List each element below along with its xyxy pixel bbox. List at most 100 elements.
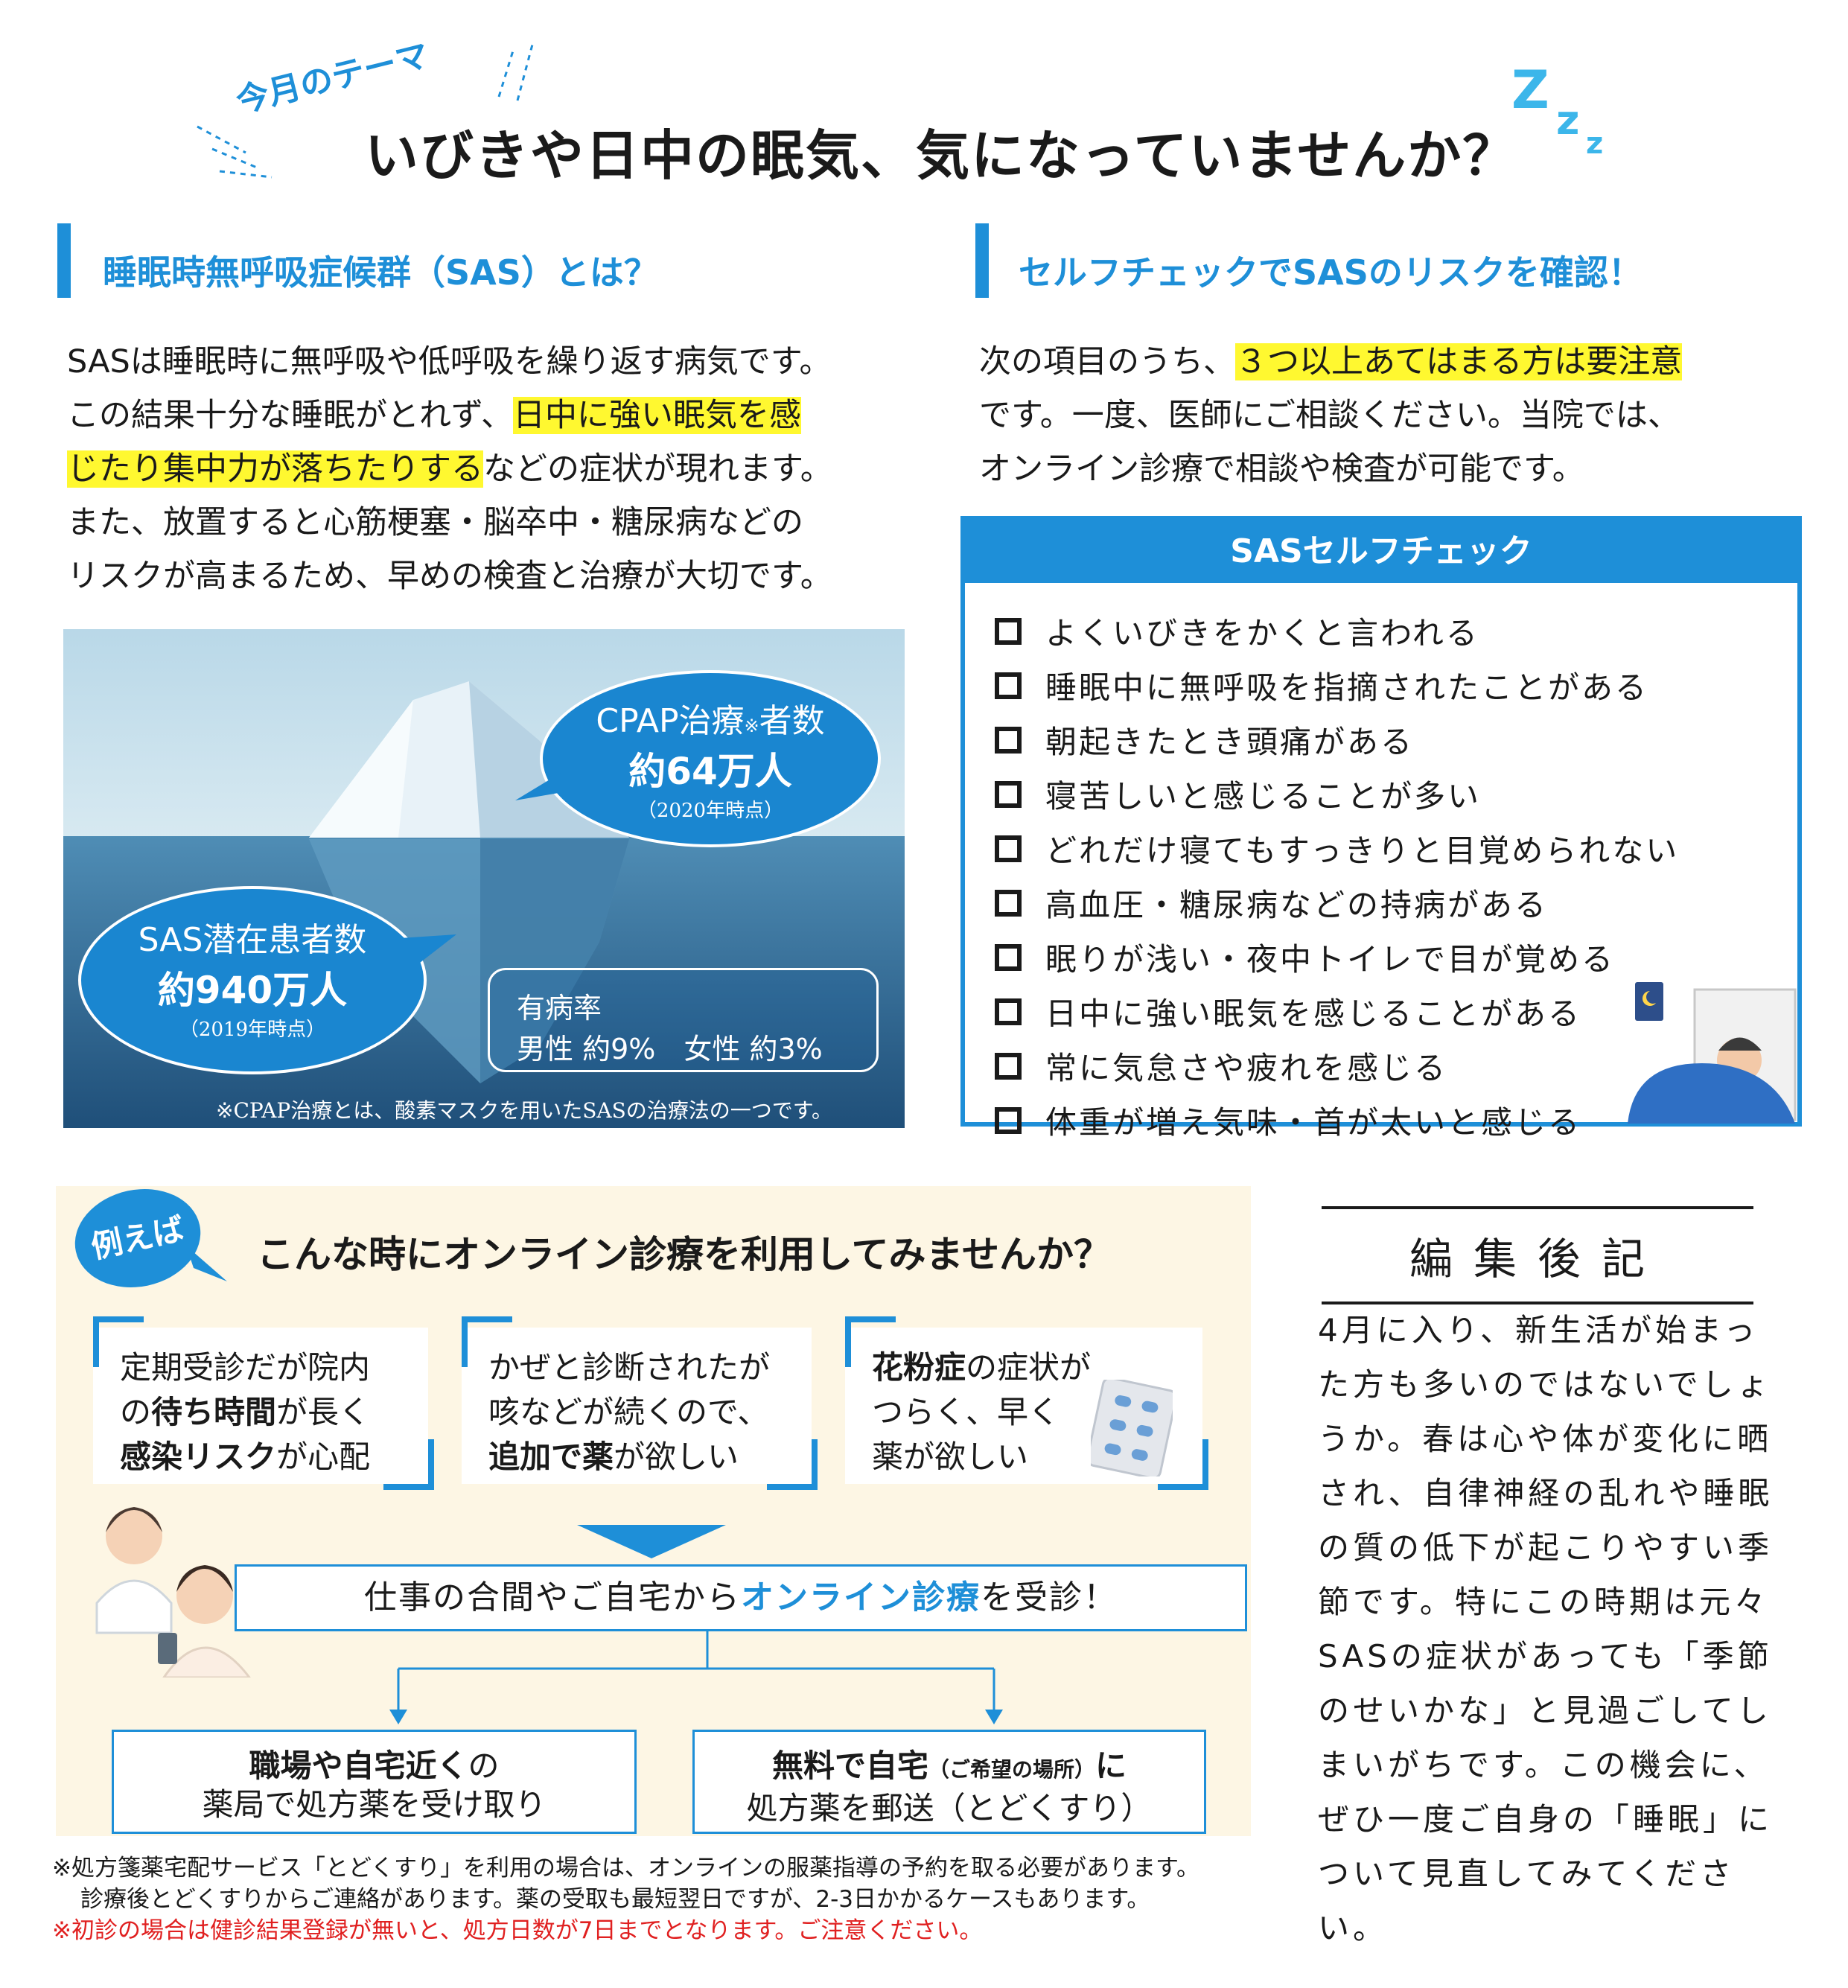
card-corner bbox=[93, 1316, 144, 1367]
checklist-item: 高血圧・糖尿病などの持病がある bbox=[995, 880, 1548, 925]
sleeping-person-illustration bbox=[1628, 982, 1797, 1124]
example-tag-tail bbox=[186, 1246, 227, 1281]
consult-b: を受診！ bbox=[981, 1578, 1118, 1616]
editor-note-line: SASの症状があっても「季節 bbox=[1318, 1638, 1773, 1675]
cpap-mark: ※ bbox=[744, 716, 759, 736]
c1-c: が長く bbox=[276, 1394, 371, 1430]
c3-a: 花粉症 bbox=[872, 1349, 966, 1386]
example-tag-text: 例えば bbox=[88, 1210, 188, 1266]
editor-note-title: 編集後記 bbox=[1322, 1206, 1753, 1304]
c1-a: の bbox=[120, 1394, 152, 1430]
opt1-tail: の bbox=[468, 1748, 500, 1784]
case-card-2: かぜと診断されたが 咳などが続くので、 追加で薬が欲しい bbox=[462, 1328, 812, 1484]
selfcheck-intro-3: オンライン診療で相談や検査が可能です。 bbox=[979, 450, 1584, 488]
case-card-1: 定期受診だが院内 の待ち時間が長く 感染リスクが心配 bbox=[93, 1328, 428, 1484]
case-card-1-line-3: 感染リスクが心配 bbox=[120, 1435, 401, 1479]
c1-b: 待ち時間 bbox=[151, 1394, 277, 1430]
case-card-3-line-3: 薬が欲しい bbox=[872, 1439, 1029, 1475]
checklist-item-label: 睡眠中に無呼吸を指摘されたことがある bbox=[1045, 669, 1649, 706]
editor-note-line: され、自律神経の乱れや睡眠 bbox=[1318, 1475, 1774, 1511]
sas-description: SASは睡眠時に無呼吸や低呼吸を繰り返す病気です。 この結果十分な睡眠がとれず、… bbox=[67, 335, 931, 603]
consult-a: 仕事の合間やご自宅から bbox=[364, 1578, 741, 1616]
editor-note-line: ぜひ一度ご自身の「睡眠」に bbox=[1318, 1801, 1774, 1838]
checklist-item-label: 寝苦しいと感じることが多い bbox=[1045, 778, 1482, 815]
card-corner bbox=[767, 1439, 818, 1490]
consult-highlight: オンライン診療 bbox=[741, 1578, 981, 1616]
dash-decoration-left bbox=[197, 125, 273, 179]
option-pharmacy-line-2: 薬局で処方薬を受け取り bbox=[202, 1786, 547, 1823]
case-card-3: 花粉症の症状が つらく、早く 薬が欲しい bbox=[845, 1328, 1202, 1484]
checklist-item: 睡眠中に無呼吸を指摘されたことがある bbox=[995, 663, 1648, 708]
c3-b: の症状が bbox=[966, 1349, 1092, 1386]
sas-title: SAS潜在患者数 bbox=[138, 921, 367, 959]
editor-note-line: た方も多いのではないでしょ bbox=[1318, 1366, 1772, 1403]
sas-line-5: リスクが高まるため、早めの検査と治療が大切です。 bbox=[67, 558, 832, 595]
selfcheck-intro-1: 次の項目のうち、３つ以上あてはまる方は要注意 bbox=[979, 335, 1820, 389]
footnote-3: ※初診の場合は健診結果登録が無いと、処方日数が7日までとなります。ご注意ください… bbox=[52, 1917, 983, 1944]
iceberg-illustration: CPAP治療※者数 約64万人 （2020年時点） SAS潜在患者数 約940万… bbox=[63, 629, 905, 1128]
checkbox-icon bbox=[995, 617, 1022, 645]
card-corner bbox=[845, 1316, 896, 1367]
cpap-bubble-tail bbox=[515, 771, 564, 800]
zzz-icon: Z bbox=[1511, 60, 1549, 121]
selfcheck-intro-1a: 次の項目のうち、 bbox=[979, 343, 1235, 380]
opt2-bold: 無料で自宅 bbox=[771, 1748, 928, 1784]
checklist-item: 体重が増え気味・首が太いと感じる bbox=[995, 1097, 1581, 1143]
sas-line-3b: などの症状が現れます。 bbox=[483, 450, 832, 488]
checklist-item-label: 高血圧・糖尿病などの持病がある bbox=[1045, 887, 1549, 923]
dash-decoration-right bbox=[497, 44, 534, 101]
sas-highlight-1: 日中に強い眠気を感 bbox=[513, 397, 801, 434]
editor-note-line: 4月に入り、新生活が始まっ bbox=[1318, 1312, 1759, 1348]
selfcheck-highlight: ３つ以上あてはまる方は要注意 bbox=[1235, 343, 1683, 380]
selfcheck-intro: 次の項目のうち、３つ以上あてはまる方は要注意 です。一度、医師にご相談ください。… bbox=[979, 335, 1820, 496]
checkbox-icon bbox=[995, 1106, 1022, 1134]
online-consult-box: 仕事の合間やご自宅からオンライン診療を受診！ bbox=[235, 1564, 1247, 1631]
c2-b: が欲しい bbox=[614, 1439, 739, 1475]
card-corner bbox=[462, 1316, 512, 1367]
editor-note-line: のせいかな」と見過ごしてし bbox=[1318, 1692, 1772, 1729]
footnote-1: ※処方箋薬宅配サービス「とどくすり」を利用の場合は、オンラインの服薬指導の予約を… bbox=[52, 1855, 1199, 1882]
sas-value: 約940万人 bbox=[157, 969, 348, 1012]
sas-line-2: この結果十分な睡眠がとれず、日中に強い眠気を感 bbox=[67, 389, 931, 442]
option-pharmacy-box: 職場や自宅近くの 薬局で処方薬を受け取り bbox=[112, 1730, 637, 1834]
editor-note-line: 節です。特にこの時期は元々 bbox=[1318, 1584, 1769, 1620]
zzz-icon-2: z bbox=[1556, 97, 1580, 144]
sas-bubble: SAS潜在患者数 約940万人 （2019年時点） bbox=[78, 886, 427, 1074]
checklist-item-label: 眠りが浅い・夜中トイレで目が覚める bbox=[1045, 941, 1616, 978]
sas-line-4: また、放置すると心筋梗塞・脳卒中・糖尿病などの bbox=[67, 504, 803, 541]
case-card-1-line-2: の待ち時間が長く bbox=[120, 1390, 401, 1435]
checkbox-icon bbox=[995, 943, 1022, 971]
c1-e: が心配 bbox=[276, 1439, 371, 1475]
branch-connector bbox=[389, 1631, 1003, 1724]
sas-note: （2019年時点） bbox=[179, 1019, 326, 1041]
down-arrow-icon bbox=[577, 1525, 726, 1558]
case-card-2-line-3: 追加で薬が欲しい bbox=[488, 1435, 785, 1479]
checklist-item-label: よくいびきをかくと言われる bbox=[1045, 615, 1479, 651]
checklist-item: どれだけ寝てもすっきりと目覚められない bbox=[995, 826, 1679, 871]
iceberg-graphic bbox=[63, 629, 905, 1128]
checklist-item: 寝苦しいと感じることが多い bbox=[995, 771, 1481, 817]
sas-line-2a: この結果十分な睡眠がとれず、 bbox=[67, 397, 513, 434]
prevalence-values: 男性 約9% 女性 約3% bbox=[517, 1033, 823, 1065]
opt1-bold: 職場や自宅近く bbox=[249, 1748, 468, 1784]
section-bar bbox=[57, 223, 71, 298]
checklist-item-label: どれだけ寝てもすっきりと目覚められない bbox=[1045, 832, 1680, 869]
checklist-item-label: 朝起きたとき頭痛がある bbox=[1045, 724, 1415, 760]
cpap-bubble: CPAP治療※者数 約64万人 （2020年時点） bbox=[540, 670, 881, 847]
checklist-item: 朝起きたとき頭痛がある bbox=[995, 717, 1414, 762]
cpap-title: CPAP治療※者数 bbox=[543, 694, 878, 742]
option-pharmacy-line-1: 職場や自宅近くの bbox=[114, 1747, 634, 1785]
prevalence-box: 有病率 男性 約9% 女性 約3% bbox=[488, 968, 879, 1072]
checklist-item: 眠りが浅い・夜中トイレで目が覚める bbox=[995, 934, 1615, 980]
zzz-icon-3: z bbox=[1586, 127, 1604, 161]
case-card-2-line-1: かぜと診断されたが bbox=[488, 1349, 771, 1386]
doctor-patient-illustration bbox=[95, 1507, 251, 1678]
checklist-item-label: 常に気怠さや疲れを感じる bbox=[1045, 1050, 1448, 1086]
cpap-title-text: CPAP治療 bbox=[596, 702, 745, 740]
card-corner bbox=[383, 1439, 434, 1490]
checkbox-icon bbox=[995, 780, 1022, 808]
opt2-small: （ご希望の場所） bbox=[928, 1757, 1095, 1782]
option-delivery-line-1: 無料で自宅（ご希望の場所）に bbox=[695, 1747, 1204, 1789]
checkbox-icon bbox=[995, 889, 1022, 917]
option-delivery-line-2: 処方薬を郵送（とどくすり） bbox=[746, 1790, 1153, 1826]
